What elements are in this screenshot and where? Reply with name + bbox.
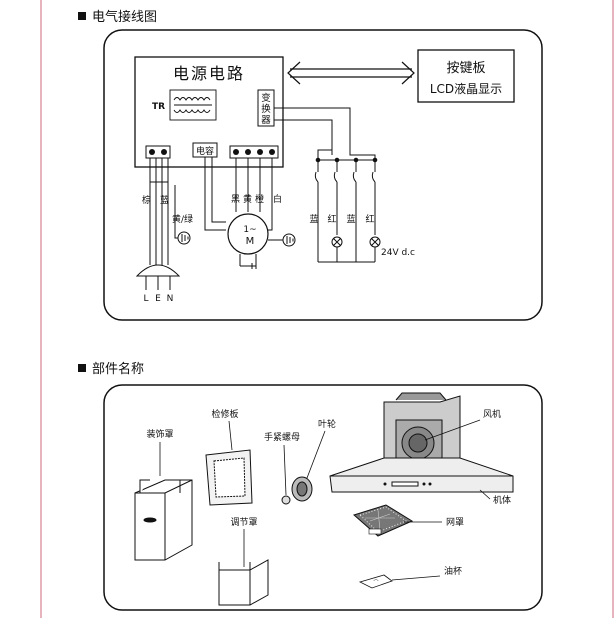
heading-bullet <box>78 364 86 372</box>
body-label: 机体 <box>493 494 511 506</box>
parts-heading: 部件名称 <box>78 358 144 377</box>
transformer-symbol <box>169 89 217 121</box>
fan-label: 风机 <box>483 408 501 420</box>
lamp-wire-3: 蓝 <box>346 213 355 225</box>
parts-diagram: 装饰罩 检修板 调节罩 手紧螺母 叶轮 <box>103 384 543 611</box>
access-panel-label: 检修板 <box>211 408 238 420</box>
motor-phase-label: 1~ <box>243 225 256 235</box>
mesh-cover-label: 网罩 <box>446 517 464 528</box>
power-plug <box>135 264 181 290</box>
data-link-arrow <box>287 61 415 85</box>
capacitor-label: 电容 <box>196 145 214 157</box>
lamp-return-wires <box>317 235 376 263</box>
wiring-heading-text: 电气接线图 <box>92 10 158 25</box>
oil-cup-mark: ⌒ <box>373 580 378 586</box>
lamp-wire-2: 红 <box>327 213 336 225</box>
motor-ground-symbol <box>268 233 296 247</box>
plug-e-label: E <box>155 294 161 304</box>
lamp-icons <box>331 236 381 248</box>
brown-wire-label: 棕 <box>142 194 151 206</box>
blue-wire-label: 蓝 <box>160 194 169 206</box>
converter-char-3: 器 <box>261 115 271 126</box>
impeller-label: 叶轮 <box>318 418 336 430</box>
plug-n-label: N <box>167 294 174 304</box>
page-left-edge <box>40 0 42 618</box>
keypad-label: 按键板 <box>446 61 485 76</box>
access-panel-part <box>205 449 253 506</box>
converter-char-1: 变 <box>261 92 271 104</box>
tr-label: TR <box>152 102 165 112</box>
oil-cup-label: 油杯 <box>444 565 462 577</box>
hand-nut-part <box>281 495 291 505</box>
mesh-cover-part <box>352 504 414 537</box>
lamp-voltage-label: 24V d.c <box>381 248 415 258</box>
range-hood-body <box>329 392 514 493</box>
adjust-cover-label: 调节罩 <box>230 517 257 528</box>
power-circuit-box <box>134 56 284 168</box>
orange-wire-label: 橙 <box>255 193 264 205</box>
keypad-board: 按键板 LCD液晶显示 <box>417 49 515 103</box>
converter-char-2: 换 <box>261 103 271 115</box>
lamp-supply-wires <box>274 107 378 172</box>
decorative-cover-label: 装饰罩 <box>146 428 173 440</box>
lamp-wire-1: 蓝 <box>309 213 318 225</box>
lamp-wire-4: 红 <box>365 213 374 225</box>
motor-symbol <box>227 213 269 269</box>
power-terminals <box>145 145 171 159</box>
motor-m-label: M <box>246 236 255 247</box>
yellow-wire-label: 黄 <box>243 193 252 205</box>
parts-heading-text: 部件名称 <box>92 362 145 377</box>
black-wire-label: 黑 <box>231 194 240 205</box>
wiring-diagram: 电源电路 TR 变 换 器 电容 <box>103 29 543 321</box>
parts-frame <box>103 384 543 611</box>
ground-wire-label: 黄/绿 <box>172 213 193 225</box>
wiring-frame <box>103 29 543 321</box>
decorative-cover-part <box>134 479 193 561</box>
oil-cup-part: ⌒ <box>358 574 393 589</box>
power-circuit-label: 电源电路 <box>173 64 245 83</box>
lamp-switches <box>314 171 376 235</box>
plug-l-label: L <box>143 294 148 304</box>
white-wire-label: 白 <box>273 193 282 205</box>
impeller-part <box>291 476 313 502</box>
adjust-cover-part <box>218 559 269 606</box>
mains-wires <box>149 158 180 265</box>
heading-bullet <box>78 12 86 20</box>
ground-symbol <box>177 231 191 245</box>
hand-nut-label: 手紧螺母 <box>264 431 300 443</box>
lcd-label: LCD液晶显示 <box>430 81 502 96</box>
wiring-diagram-heading: 电气接线图 <box>78 6 157 25</box>
motor-terminals <box>229 145 279 159</box>
page-right-edge <box>612 0 614 618</box>
power-circuit-board: 电源电路 TR 变 换 器 电容 <box>134 56 284 168</box>
